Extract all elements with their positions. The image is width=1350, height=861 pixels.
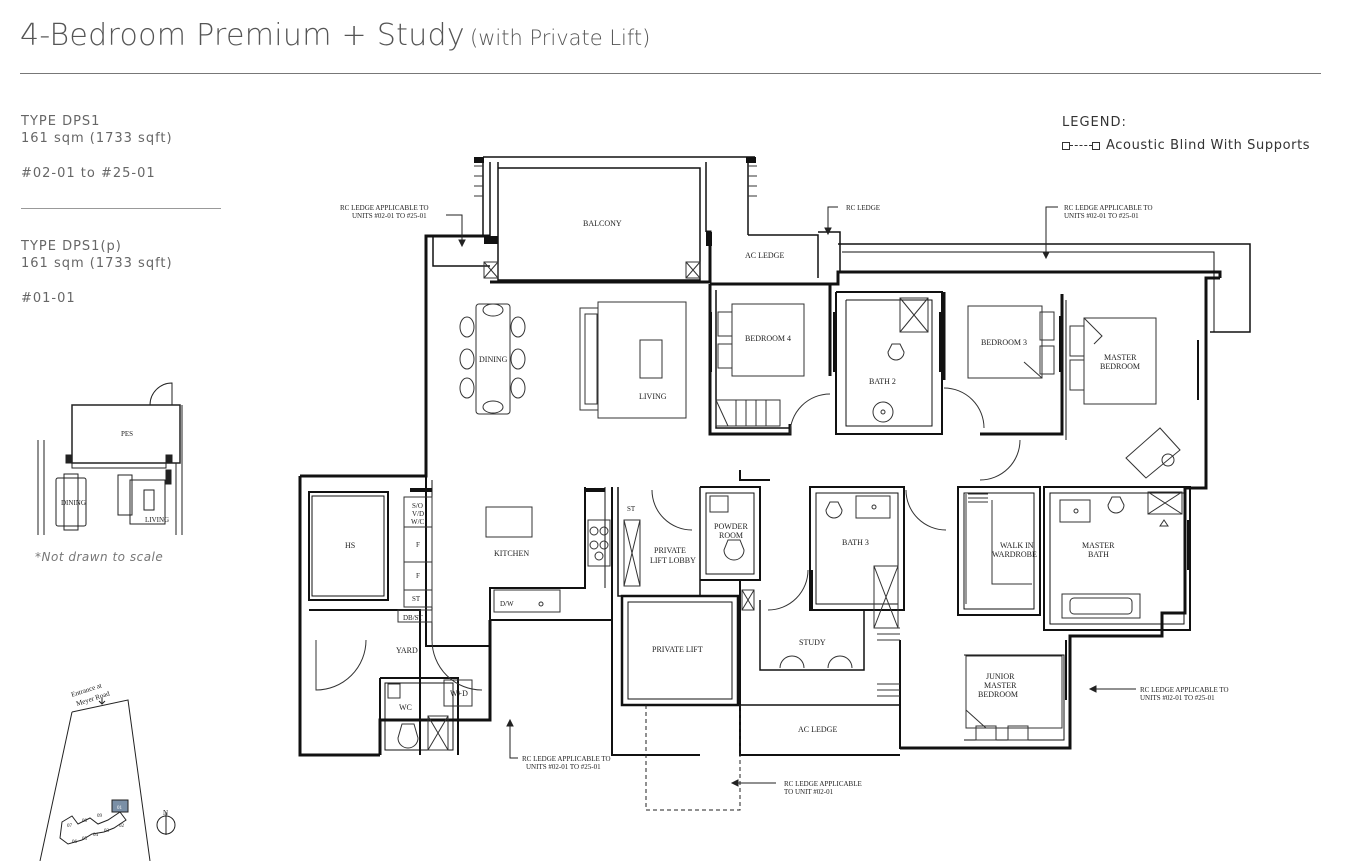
- annotation-leaders: [446, 206, 1136, 787]
- dw-label: D/W: [500, 600, 514, 608]
- powder-room-label-1: POWDER: [714, 522, 748, 531]
- powder-room-label-2: ROOM: [719, 531, 743, 540]
- dining-label: DINING: [479, 355, 508, 364]
- so-label: S/O: [412, 502, 423, 510]
- key-dining-label: DINING: [61, 499, 86, 507]
- yard-label: YARD: [396, 646, 418, 655]
- lift-lobby-label-1: PRIVATE: [654, 546, 686, 555]
- st-kitchen-label: ST: [412, 595, 421, 603]
- block-06: 06: [72, 840, 78, 845]
- window-jambs: [410, 312, 1199, 700]
- rc-ledge-bottom-left-2: UNITS #02-01 TO #25-01: [526, 763, 601, 771]
- study-label: STUDY: [799, 638, 826, 647]
- north-label: N: [163, 809, 168, 817]
- page-title: 4-Bedroom Premium + Study (with Private …: [20, 18, 650, 53]
- unit-type-1-area: 161 sqm (1733 sqft): [21, 131, 173, 146]
- door-swings: [315, 387, 1021, 691]
- block-08: 08: [82, 819, 88, 824]
- unit-type-2-area: 161 sqm (1733 sqft): [21, 256, 173, 271]
- rc-ledge-right-bottom-2: UNITS #02-01 TO #25-01: [1140, 694, 1215, 702]
- wd-label: W+D: [450, 689, 468, 698]
- acoustic-blind-icon: [1062, 141, 1100, 151]
- lift-lobby-label-2: LIFT LOBBY: [650, 556, 696, 565]
- rc-ledge-right-top-1: RC LEDGE APPLICABLE TO: [1064, 204, 1153, 212]
- unit-type-1-name: TYPE DPS1: [21, 114, 101, 129]
- hs-label: HS: [345, 541, 355, 550]
- vd-label: V/D: [412, 510, 424, 518]
- rc-ledge-bottom-mid-2: TO UNIT #02-01: [784, 788, 834, 796]
- not-to-scale-note: *Not drawn to scale: [35, 550, 164, 564]
- info-divider: [21, 208, 221, 209]
- master-bath-label-1: MASTER: [1082, 541, 1115, 550]
- rc-ledge-right-top-2: UNITS #02-01 TO #25-01: [1064, 212, 1139, 220]
- rc-ledge-left-top-2: UNITS #02-01 TO #25-01: [352, 212, 427, 220]
- rc-ledge-left-top-1: RC LEDGE APPLICABLE TO: [340, 204, 429, 212]
- ac-ledge-top-label: AC LEDGE: [745, 251, 784, 260]
- title-main: 4-Bedroom Premium + Study: [20, 18, 465, 53]
- rc-ledge-right-bottom-1: RC LEDGE APPLICABLE TO: [1140, 686, 1229, 694]
- block-09: 09: [97, 814, 103, 819]
- rc-ledge-bottom-left-1: RC LEDGE APPLICABLE TO: [522, 755, 611, 763]
- annotations: RC LEDGE APPLICABLE TO UNITS #02-01 TO #…: [340, 204, 1229, 796]
- bedroom3-label: BEDROOM 3: [981, 338, 1027, 347]
- fridge-1-label: F: [416, 541, 420, 549]
- private-lift-label: PRIVATE LIFT: [652, 645, 703, 654]
- block-05: 05: [82, 837, 88, 842]
- wc-label: WC: [399, 703, 412, 712]
- room-labels: BALCONY AC LEDGE BEDROOM 4 BATH 2 BEDROO…: [345, 219, 1140, 734]
- living-label: LIVING: [639, 392, 667, 401]
- balcony-railing: [474, 165, 757, 197]
- master-bath-label-2: BATH: [1088, 550, 1109, 559]
- ac-ledge-bottom-label: AC LEDGE: [798, 725, 837, 734]
- unit-type-1: TYPE DPS1 161 sqm (1733 sqft) #02-01 to …: [21, 113, 173, 182]
- wardrobe-label-2: WARDROBE: [992, 550, 1037, 559]
- block-03: 03: [104, 829, 110, 834]
- key-pes-label: PES: [121, 430, 133, 438]
- title-subtitle: (with Private Lift): [470, 26, 651, 50]
- block-01: 01: [117, 806, 123, 811]
- junior-master-label-1: JUNIOR: [986, 672, 1015, 681]
- key-plan: [37, 382, 183, 535]
- furniture: [387, 261, 1183, 751]
- unit-type-2-name: TYPE DPS1(p): [21, 239, 122, 254]
- balcony-label: BALCONY: [583, 219, 622, 228]
- legend-item: Acoustic Blind With Supports: [1062, 138, 1310, 153]
- junior-master-label-2: MASTER: [984, 681, 1017, 690]
- bedroom4-label: BEDROOM 4: [745, 334, 791, 343]
- rc-ledge-bottom-mid-1: RC LEDGE APPLICABLE: [784, 780, 862, 788]
- unit-type-2-units: #01-01: [21, 291, 76, 306]
- master-bedroom-label-1: MASTER: [1104, 353, 1137, 362]
- structural-posts: [474, 157, 756, 246]
- bath3-label: BATH 3: [842, 538, 869, 547]
- block-07: 07: [67, 824, 73, 829]
- unit-type-1-units: #02-01 to #25-01: [21, 166, 156, 181]
- rc-ledge-label: RC LEDGE: [846, 204, 880, 212]
- block-04: 04: [93, 833, 99, 838]
- st-lobby-label: ST: [627, 505, 636, 513]
- bath2-label: BATH 2: [869, 377, 896, 386]
- kitchen-label: KITCHEN: [494, 549, 529, 558]
- unit-type-2: TYPE DPS1(p) 161 sqm (1733 sqft) #01-01: [21, 238, 173, 307]
- floor-plan-walls: [298, 156, 1251, 757]
- dashed-ledge-outline: [645, 705, 741, 811]
- key-living-label: LIVING: [145, 516, 169, 524]
- master-bedroom-label-2: BEDROOM: [1100, 362, 1140, 371]
- site-plan: [39, 698, 176, 861]
- site-blocks: 01 02 03 04 05 06 07 08 09: [67, 806, 125, 845]
- block-02: 02: [119, 824, 125, 829]
- wc-small-label: W/C: [411, 518, 425, 526]
- fridge-2-label: F: [416, 572, 420, 580]
- junior-master-label-3: BEDROOM: [978, 690, 1018, 699]
- title-divider: [20, 73, 1321, 74]
- legend-title: LEGEND:: [1062, 115, 1127, 130]
- dbst-label: DB/ST: [403, 614, 424, 622]
- wardrobe-label-1: WALK IN: [1000, 541, 1034, 550]
- legend-item-label: Acoustic Blind With Supports: [1106, 138, 1311, 153]
